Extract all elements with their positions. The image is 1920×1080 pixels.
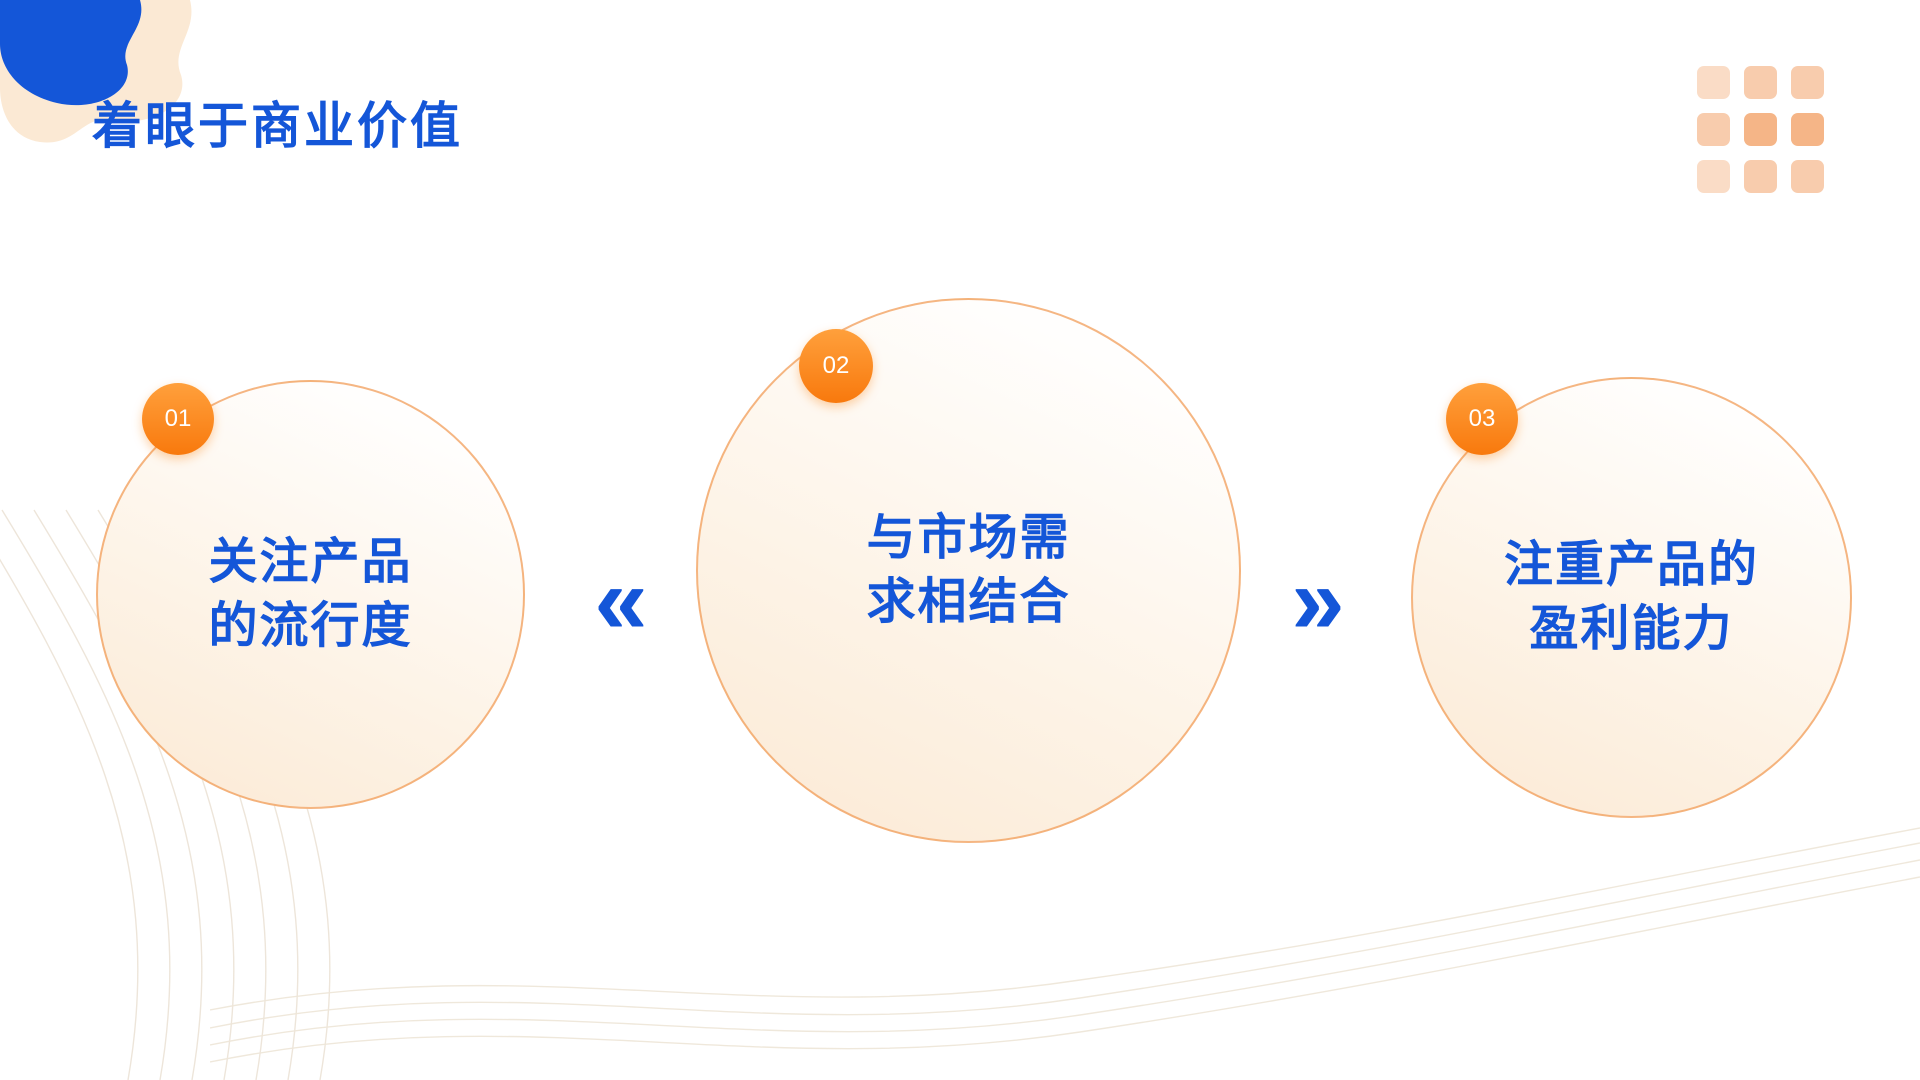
step-text-3: 注重产品的 盈利能力 <box>1504 534 1759 661</box>
chevrons-left-icon: « <box>594 547 648 654</box>
page-title: 着眼于商业价值 <box>92 98 463 154</box>
dot-decoration <box>1791 66 1824 99</box>
step-circle-2: 与市场需 求相结合 <box>696 298 1241 843</box>
step-text-line: 的流行度 <box>208 598 413 653</box>
dot-decoration <box>1697 66 1730 99</box>
dot-decoration <box>1697 160 1730 193</box>
step-text-line: 与市场需 <box>866 510 1071 565</box>
step-text-2: 与市场需 求相结合 <box>866 507 1070 634</box>
step-text-line: 求相结合 <box>866 574 1071 629</box>
dots-grid-decoration <box>1697 66 1824 193</box>
step-badge-2: 02 <box>799 329 873 403</box>
step-text-line: 关注产品 <box>208 534 413 589</box>
step-circle-3: 注重产品的 盈利能力 <box>1411 377 1852 818</box>
dot-decoration <box>1697 113 1730 146</box>
dot-decoration <box>1791 160 1824 193</box>
wave-lines-decoration <box>210 827 1920 1063</box>
step-text-1: 关注产品 的流行度 <box>208 531 412 658</box>
dot-decoration <box>1791 113 1824 146</box>
dot-decoration <box>1744 113 1777 146</box>
step-circle-1: 关注产品 的流行度 <box>96 380 525 809</box>
step-badge-1: 01 <box>142 383 214 455</box>
step-text-line: 盈利能力 <box>1529 601 1734 656</box>
dot-decoration <box>1744 160 1777 193</box>
step-badge-3: 03 <box>1446 383 1518 455</box>
corner-blob-decoration <box>0 0 192 143</box>
chevrons-right-icon: » <box>1291 547 1345 654</box>
dot-decoration <box>1744 66 1777 99</box>
step-text-line: 注重产品的 <box>1503 537 1759 592</box>
